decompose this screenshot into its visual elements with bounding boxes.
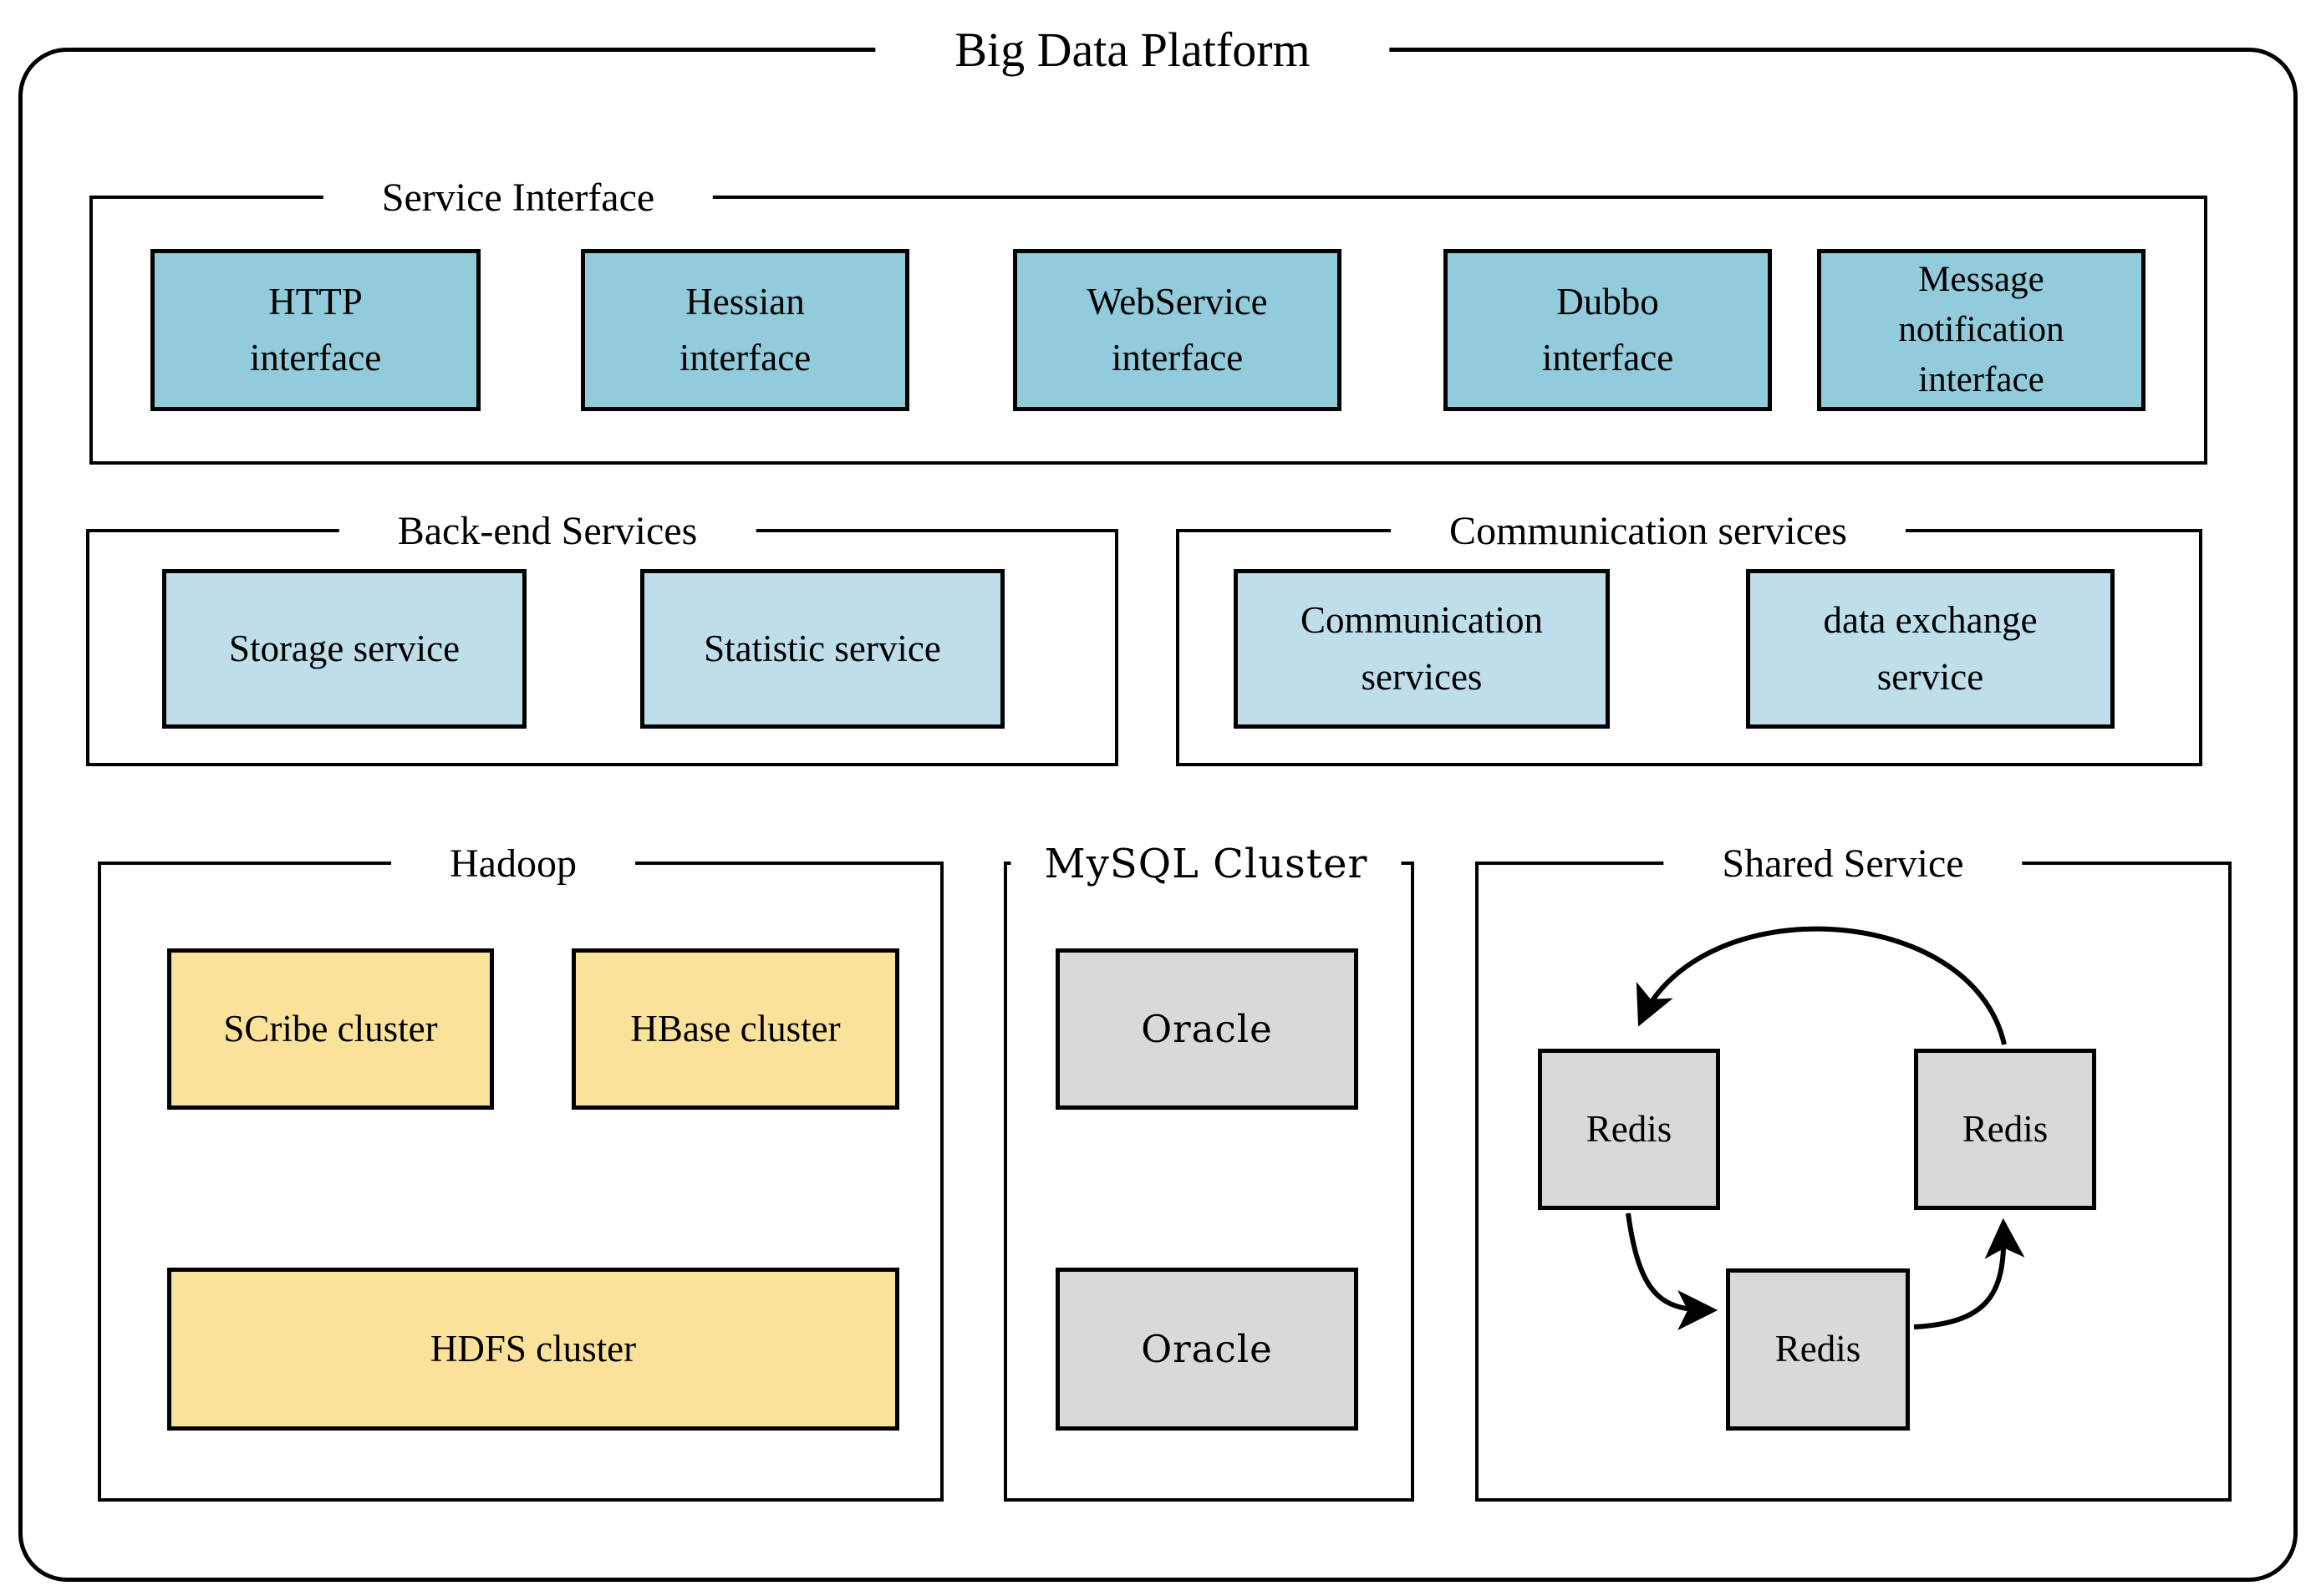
box-storage-service: Storage service <box>162 569 527 729</box>
page-title: Big Data Platform <box>875 19 1390 81</box>
box-hdfs-cluster: HDFS cluster <box>167 1268 899 1431</box>
box-oracle-1: Oracle <box>1056 948 1358 1110</box>
box-oracle-2: Oracle <box>1056 1268 1358 1431</box>
box-redis-bottom: Redis <box>1726 1268 1910 1431</box>
box-redis-left: Redis <box>1538 1049 1720 1210</box>
box-redis-right: Redis <box>1914 1049 2096 1210</box>
section-label-backend-services: Back-end Services <box>338 506 756 557</box>
box-dubbo-interface: Dubbo interface <box>1443 249 1772 411</box>
box-message-notification-interface: Message notification interface <box>1817 249 2145 411</box>
box-http-interface: HTTP interface <box>150 249 481 411</box>
section-service-interface <box>89 196 2207 465</box>
box-hbase-cluster: HBase cluster <box>572 948 899 1110</box>
box-webservice-interface: WebService interface <box>1013 249 1341 411</box>
box-data-exchange-service: data exchange service <box>1746 569 2115 729</box>
section-label-shared-service: Shared Service <box>1663 839 2023 889</box>
section-label-communication-services: Communication services <box>1391 506 1906 557</box>
section-label-service-interface: Service Interface <box>323 173 714 223</box>
section-label-hadoop: Hadoop <box>391 839 635 889</box>
box-scribe-cluster: SCribe cluster <box>167 948 494 1110</box>
box-communication-services: Communication services <box>1234 569 1610 729</box>
box-statistic-service: Statistic service <box>640 569 1005 729</box>
section-label-mysql-cluster: MySQL Cluster <box>1010 839 1402 889</box>
box-hessian-interface: Hessian interface <box>581 249 909 411</box>
